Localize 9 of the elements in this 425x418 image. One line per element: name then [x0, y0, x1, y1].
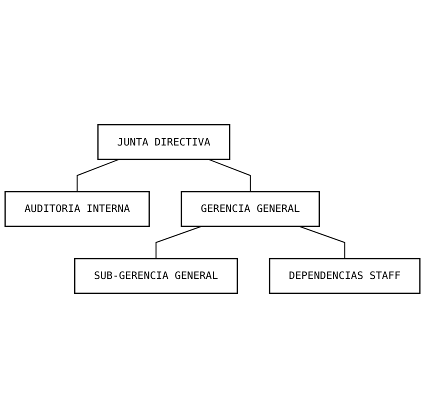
connector	[76, 158, 120, 192]
node-box: JUNTA DIRECTIVA	[97, 124, 230, 160]
node-box: GERENCIA GENERAL	[180, 190, 320, 228]
node-box: AUDITORIA INTERNA	[4, 190, 150, 228]
node-box: SUB-GERENCIA GENERAL	[74, 258, 238, 294]
connector	[298, 226, 346, 260]
connector	[156, 226, 202, 260]
connector	[208, 158, 251, 192]
node-box: DEPENDENCIAS STAFF	[268, 258, 420, 294]
